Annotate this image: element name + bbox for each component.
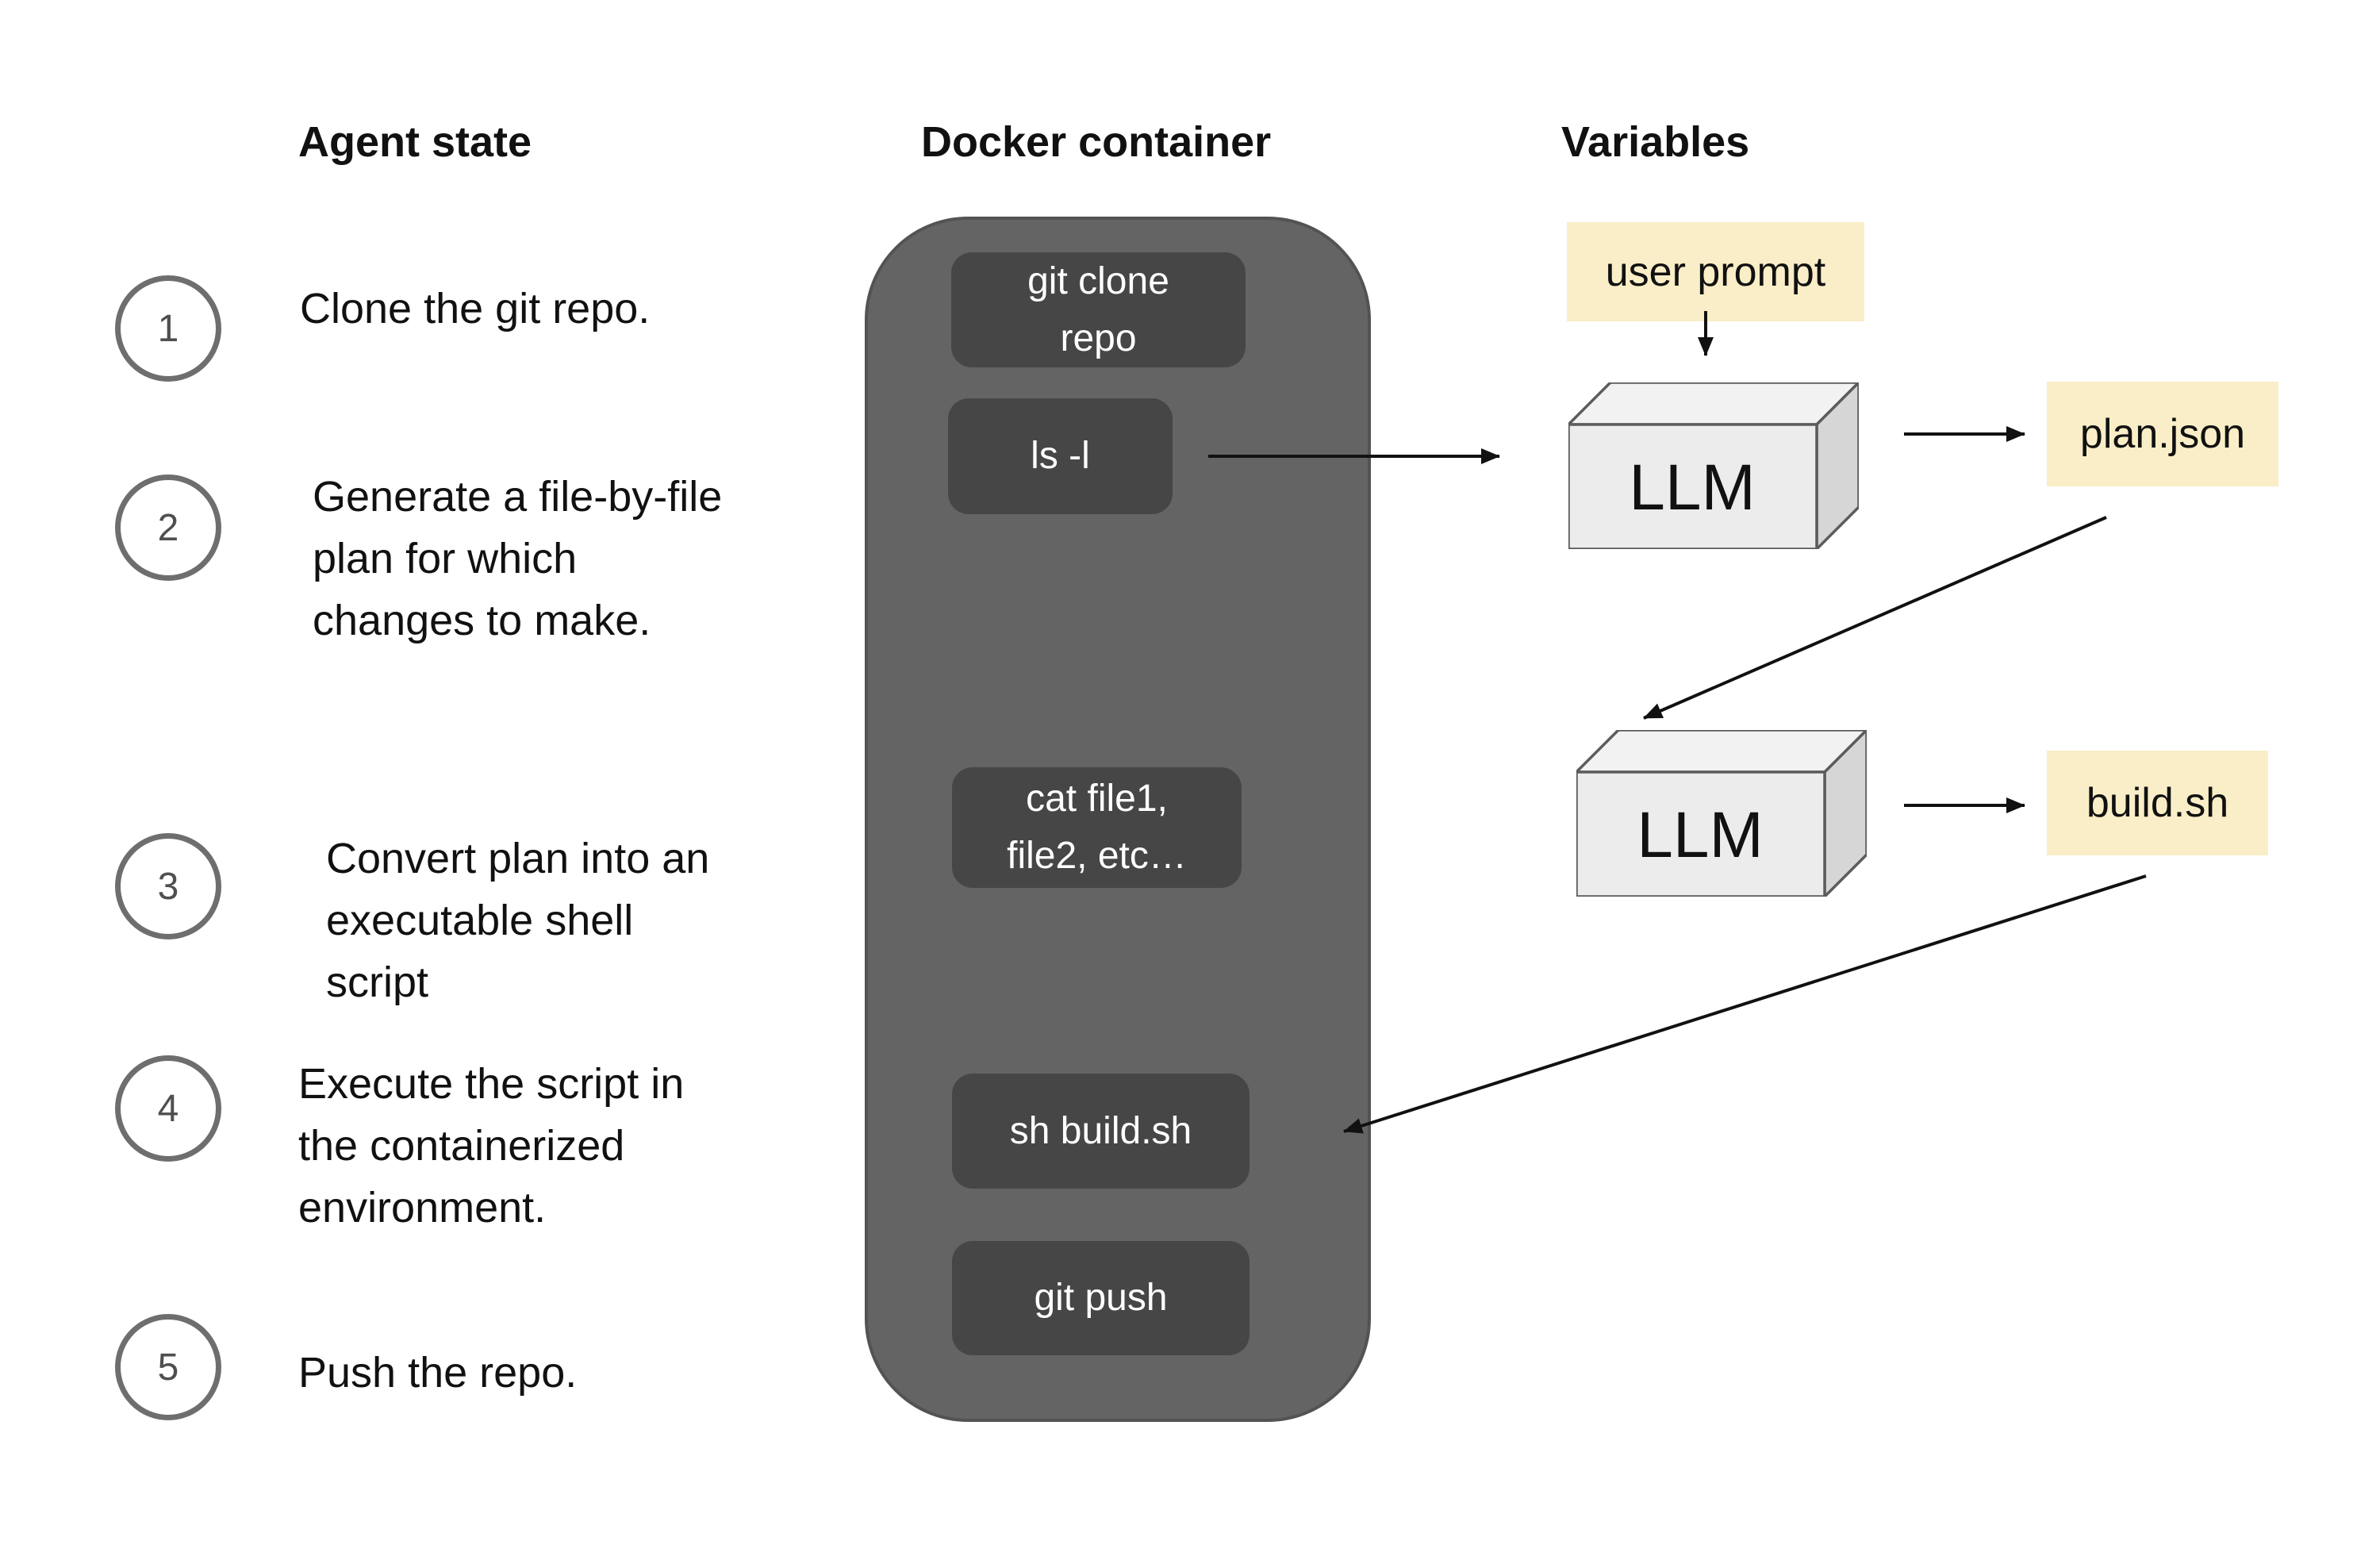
step-2-line-1: Generate a file-by-file: [313, 473, 723, 521]
step-2-line-3: changes to make.: [313, 597, 651, 644]
cmd-git-clone-repo: git clone repo: [951, 252, 1246, 367]
cmd-cat-line-2: file2, etc…: [1007, 835, 1187, 877]
header-variables: Variables: [1561, 118, 1750, 166]
step-2-line-2: plan for which: [313, 535, 578, 582]
step-3-line-2: executable shell: [326, 897, 634, 944]
header-agent-state: Agent state: [298, 118, 532, 166]
llm-cube-2: LLM: [1576, 730, 1867, 897]
step-circle-4: 4: [115, 1055, 221, 1162]
step-4-line-1: Execute the script in: [298, 1060, 685, 1108]
cmd-git-push-line-1: git push: [1034, 1277, 1168, 1319]
step-number-1: 1: [157, 307, 179, 350]
header-docker-container: Docker container: [921, 118, 1272, 166]
step-number-3: 3: [157, 865, 179, 908]
llm-cube-1-label: LLM: [1629, 451, 1756, 524]
cmd-ls-l-line-1: ls -l: [1031, 435, 1090, 477]
step-3-line-3: script: [326, 959, 429, 1006]
note-plan-json: plan.json: [2047, 382, 2278, 486]
step-4-line-2: the containerized: [298, 1122, 625, 1170]
cmd-cat-line-1: cat file1,: [1026, 778, 1168, 820]
step-circle-5: 5: [115, 1314, 221, 1420]
step-5-line-1: Push the repo.: [298, 1349, 578, 1397]
step-4-line-3: environment.: [298, 1184, 547, 1231]
step-number-4: 4: [157, 1087, 179, 1130]
llm-cube-2-front-face: [1576, 770, 1826, 897]
note-build-sh: build.sh: [2047, 751, 2268, 855]
step-number-5: 5: [157, 1346, 179, 1389]
cmd-cat-files: cat file1, file2, etc…: [952, 767, 1242, 888]
llm-cube-2-label: LLM: [1637, 799, 1764, 871]
step-text-4: Execute the script in the containerized …: [298, 1053, 684, 1239]
step-1-line-1: Clone the git repo.: [300, 285, 651, 332]
cmd-git-push: git push: [952, 1241, 1250, 1355]
llm-cube-2-top-face: [1576, 730, 1867, 774]
cmd-sh-build-line-1: sh build.sh: [1009, 1109, 1192, 1152]
llm-cube-1: LLM: [1568, 382, 1859, 549]
cmd-git-clone-line-1: git clone: [1027, 259, 1169, 302]
step-3-line-1: Convert plan into an: [326, 835, 710, 882]
step-circle-3: 3: [115, 833, 221, 939]
step-number-2: 2: [157, 506, 179, 549]
step-text-5: Push the repo.: [298, 1342, 577, 1404]
step-text-3: Convert plan into an executable shell sc…: [326, 828, 709, 1013]
cmd-git-clone-line-2: repo: [1060, 317, 1137, 359]
step-circle-1: 1: [115, 275, 221, 382]
arrow-build-sh-to-sh-build: [1343, 874, 2147, 1134]
cmd-ls-l: ls -l: [948, 398, 1173, 514]
step-text-2: Generate a file-by-file plan for which c…: [313, 466, 722, 651]
cmd-sh-build-sh: sh build.sh: [952, 1074, 1250, 1189]
step-circle-2: 2: [115, 474, 221, 581]
llm-cube-1-top-face: [1568, 382, 1859, 426]
note-user-prompt: user prompt: [1567, 222, 1864, 321]
step-text-1: Clone the git repo.: [300, 278, 650, 340]
